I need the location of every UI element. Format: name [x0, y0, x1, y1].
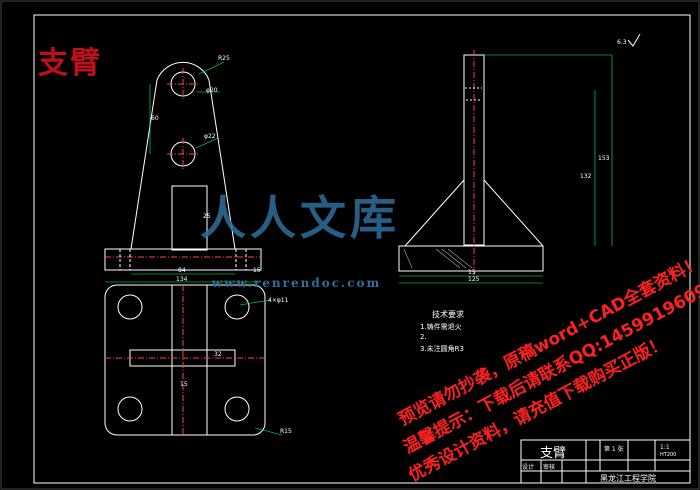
- side-base: [398, 245, 544, 272]
- tech-requirement-2: 2.: [420, 333, 427, 341]
- renren-logo-watermark: 人人文库: [200, 191, 400, 245]
- drawing-inner-border: [33, 14, 691, 484]
- renren-url-watermark: www.renrendoc.com: [212, 276, 382, 290]
- dim-lower-hole: φ22: [204, 133, 216, 140]
- part-title-watermark: 支臂: [38, 46, 102, 81]
- dim-r15: R15: [280, 428, 292, 435]
- dim-roughness: 6.3: [617, 39, 627, 46]
- top-view: [104, 284, 283, 436]
- side-view: [398, 50, 613, 284]
- rib: [171, 185, 208, 251]
- dim-60: 60: [151, 115, 159, 122]
- dim-132: 132: [580, 173, 592, 180]
- title-block-school: 黑龙江工程学院: [600, 474, 656, 483]
- title-block-scale: 1:1: [660, 444, 670, 451]
- dim-holes: 4×φ11: [268, 297, 289, 304]
- title-block-material: HT200: [660, 452, 677, 458]
- dim-upper-hole: φ20: [206, 87, 218, 94]
- base-flange: [104, 248, 262, 271]
- tech-requirement-3: 3.未注圆角R3: [420, 345, 464, 353]
- dim-15: 15: [253, 267, 261, 274]
- front-view: [104, 61, 262, 283]
- base-plate-top: [104, 284, 266, 436]
- side-ribs: [404, 179, 544, 247]
- title-block-checker: 审核: [543, 464, 556, 471]
- arm-outline: [130, 61, 236, 250]
- tech-requirements-title: 技术要求: [432, 310, 464, 319]
- dim-r25: R25: [218, 55, 230, 62]
- dim-125: 125: [468, 276, 480, 283]
- dimension-labels: R25 φ20 60 φ22 25 84 134 15 4×φ11 32 15 …: [151, 39, 627, 435]
- dim-15c: 15: [468, 269, 476, 276]
- dim-153: 153: [598, 155, 610, 162]
- title-block: [520, 439, 691, 484]
- title-block-part-name: 支臂: [540, 446, 567, 461]
- dim-15b: 15: [180, 381, 188, 388]
- dim-32: 32: [214, 351, 222, 358]
- title-block-sheet: 第 1 张: [604, 446, 624, 453]
- title-block-designer: 设计: [522, 464, 535, 471]
- tech-requirement-1: 1.铸件需退火: [420, 323, 462, 331]
- dim-134: 134: [176, 276, 188, 283]
- dim-84: 84: [178, 267, 186, 274]
- roughness-symbol: [627, 33, 641, 47]
- dim-rib: 25: [203, 213, 211, 220]
